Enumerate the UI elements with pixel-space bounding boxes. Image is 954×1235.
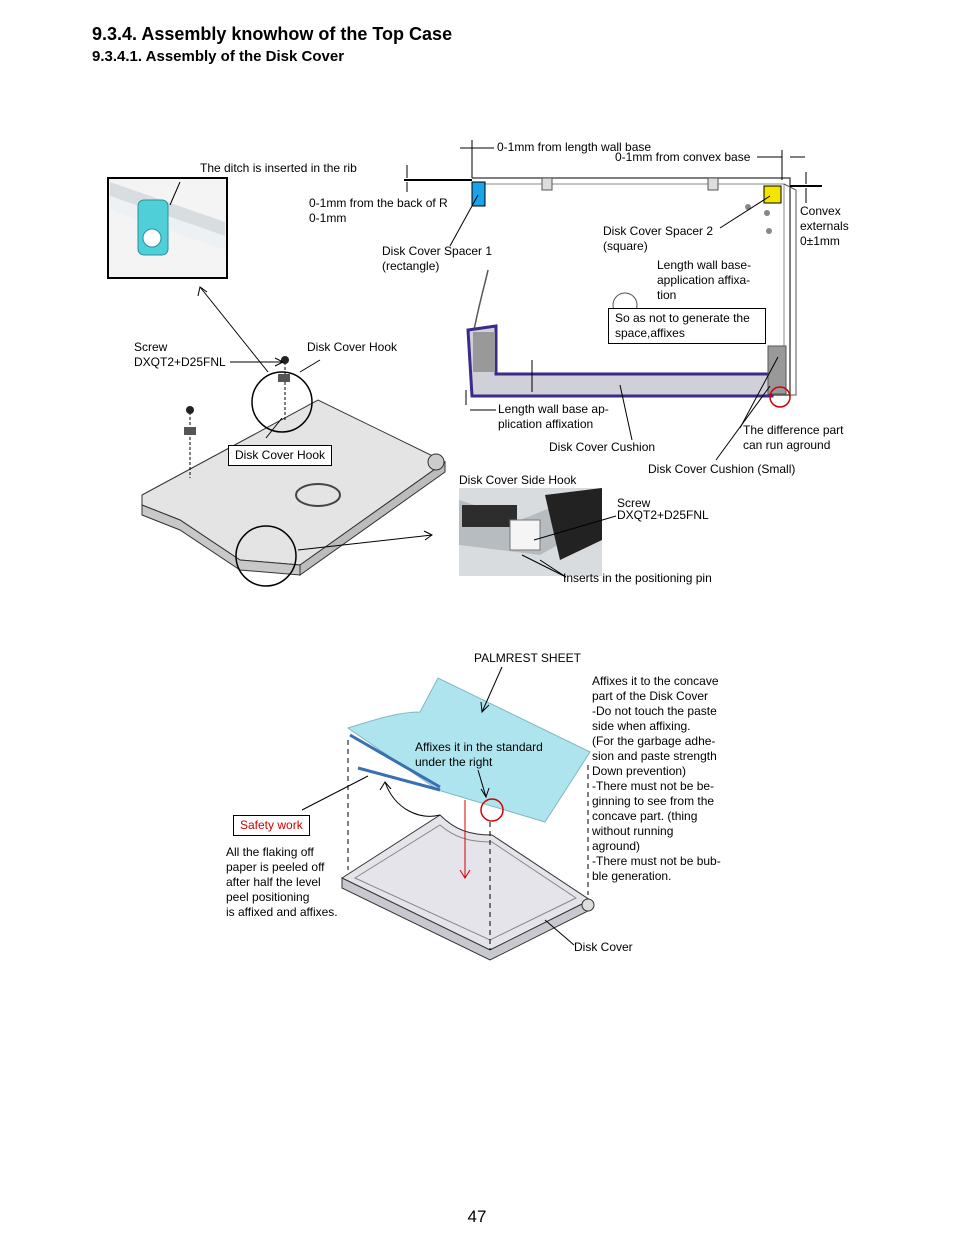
space-note-line1: So as not to generate the [615, 311, 750, 325]
concave-line: sion and paste strength [592, 749, 717, 763]
concave-line: (For the garbage adhe- [592, 734, 716, 748]
palmrest-sheet-shape [346, 677, 591, 823]
concave-line: side when affixing. [592, 719, 691, 733]
difference-mark [769, 386, 791, 408]
concave-line: -Do not touch the paste [592, 704, 717, 718]
label-ditch: The ditch is inserted in the rib [200, 161, 357, 175]
label-screw-part: DXQT2+D25FNL [134, 355, 226, 369]
label-back-of-r: 0-1mm from the back of R [309, 196, 448, 210]
label-externals: externals [800, 219, 849, 233]
label-lwb-app-2: application affixa- [657, 273, 751, 287]
label-cushion-small: Disk Cover Cushion (Small) [648, 462, 796, 476]
concave-line: concave part. (thing [592, 809, 698, 823]
subsection-title: 9.3.4.1. Assembly of the Disk Cover [92, 48, 345, 65]
label-convex-base: 0-1mm from convex base [615, 150, 751, 164]
safety-work-box: Safety work [233, 815, 310, 836]
hook-box: Disk Cover Hook [228, 445, 333, 466]
hook-box-label: Disk Cover Hook [235, 448, 326, 462]
label-palmrest-sheet: PALMREST SHEET [474, 651, 581, 665]
flaking-line: after half the level [226, 875, 321, 889]
flaking-note: All the flaking off paper is peeled off … [226, 845, 338, 920]
flaking-line: paper is peeled off [226, 860, 325, 874]
hook-detail-circle [251, 371, 313, 433]
flaking-line: All the flaking off [226, 845, 314, 859]
label-spacer1: Disk Cover Spacer 1 [382, 244, 493, 258]
label-back-of-r-value: 0-1mm [309, 211, 347, 225]
section-title: 9.3.4. Assembly knowhow of the Top Case [92, 24, 453, 44]
label-standard-2: under the right [415, 755, 493, 769]
flaking-line: peel positioning [226, 890, 310, 904]
label-cushion: Disk Cover Cushion [549, 440, 656, 454]
label-screw2-part: DXQT2+D25FNL [617, 508, 709, 522]
label-lwb-aff-1: Length wall base ap- [498, 402, 609, 416]
label-lwb-aff-2: plication affixation [498, 417, 594, 431]
concave-line: Affixes it to the concave [592, 674, 719, 688]
concave-line: aground) [592, 839, 641, 853]
label-difference-2: can run aground [743, 438, 831, 452]
label-lwb-app-3: tion [657, 288, 677, 302]
concave-line: -There must not be be- [592, 779, 715, 793]
concave-line: part of the Disk Cover [592, 689, 709, 703]
label-side-hook: Disk Cover Side Hook [459, 473, 577, 487]
concave-line: without running [592, 824, 674, 838]
label-positioning-pin: Inserts in the positioning pin [563, 571, 712, 585]
page-number: 47 [467, 1207, 487, 1226]
concave-line: -There must not be bub- [592, 854, 721, 868]
spacer2-mark [763, 185, 782, 204]
label-convex: Convex [800, 204, 841, 218]
label-disk-cover: Disk Cover [574, 940, 633, 954]
label-length-wall-base: 0-1mm from length wall base [497, 140, 652, 154]
concave-line: ble generation. [592, 869, 672, 883]
concave-line: Down prevention) [592, 764, 687, 778]
label-standard-1: Affixes it in the standard [415, 740, 543, 754]
flaking-line: is affixed and affixes. [226, 905, 338, 919]
label-lwb-app-1: Length wall base- [657, 258, 752, 272]
label-difference-1: The difference part [743, 423, 844, 437]
label-screw: Screw [134, 340, 168, 354]
label-hook-top: Disk Cover Hook [307, 340, 398, 354]
standard-mark [480, 798, 504, 822]
label-spacer2: Disk Cover Spacer 2 [603, 224, 714, 238]
label-spacer1-shape: (rectangle) [382, 259, 440, 273]
space-note-box: So as not to generate the space,affixes [608, 308, 766, 344]
safety-work-label: Safety work [240, 818, 303, 832]
label-spacer2-shape: (square) [603, 239, 648, 253]
label-screw2: Screw [617, 496, 651, 510]
label-tolerance: 0±1mm [800, 234, 840, 248]
concave-note: Affixes it to the concave part of the Di… [592, 674, 721, 884]
space-note-line2: space,affixes [615, 326, 685, 340]
concave-line: ginning to see from the [592, 794, 715, 808]
side-hook-detail-circle [235, 525, 297, 587]
